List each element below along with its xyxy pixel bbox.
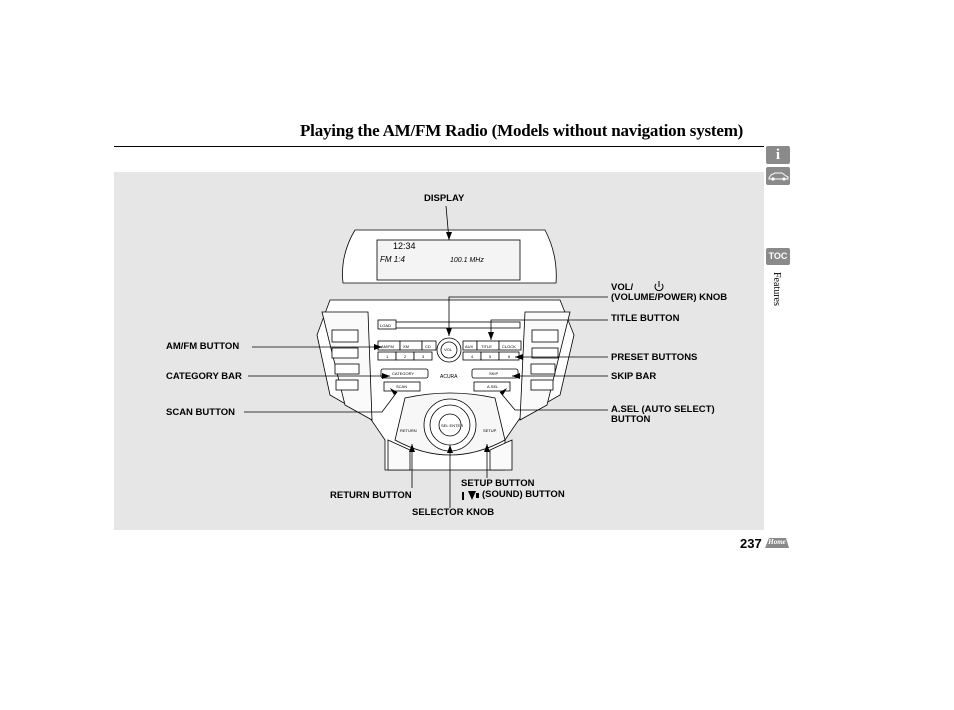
section-label: Features bbox=[771, 272, 782, 306]
page-number: 237 bbox=[740, 536, 762, 551]
label-scan-button: SCAN BUTTON bbox=[166, 407, 235, 418]
toc-tab[interactable]: TOC bbox=[766, 248, 790, 265]
label-amfm-button: AM/FM BUTTON bbox=[166, 341, 240, 352]
label-title-button: TITLE BUTTON bbox=[611, 313, 680, 324]
label-selector-knob: SELECTOR KNOB bbox=[412, 507, 495, 518]
home-button[interactable]: Home bbox=[764, 536, 790, 549]
car-icon[interactable] bbox=[766, 167, 790, 185]
title-rule bbox=[114, 146, 764, 147]
label-skip-bar: SKIP BAR bbox=[611, 371, 657, 382]
info-tab[interactable]: i bbox=[766, 146, 790, 164]
label-vol-1: VOL/ bbox=[611, 282, 634, 293]
label-asel-2: BUTTON bbox=[611, 414, 651, 425]
home-label: Home bbox=[768, 538, 786, 546]
label-return-button: RETURN BUTTON bbox=[330, 490, 412, 501]
label-preset-buttons: PRESET BUTTONS bbox=[611, 352, 698, 363]
label-setup-1: SETUP BUTTON bbox=[461, 478, 535, 489]
page-title: Playing the AM/FM Radio (Models without … bbox=[300, 121, 744, 140]
label-vol-2: (VOLUME/POWER) KNOB bbox=[611, 292, 728, 303]
label-setup-2: (SOUND) BUTTON bbox=[482, 489, 565, 500]
label-category-bar: CATEGORY BAR bbox=[166, 371, 242, 382]
label-asel-1: A.SEL (AUTO SELECT) bbox=[611, 404, 715, 415]
label-display: DISPLAY bbox=[424, 193, 465, 204]
